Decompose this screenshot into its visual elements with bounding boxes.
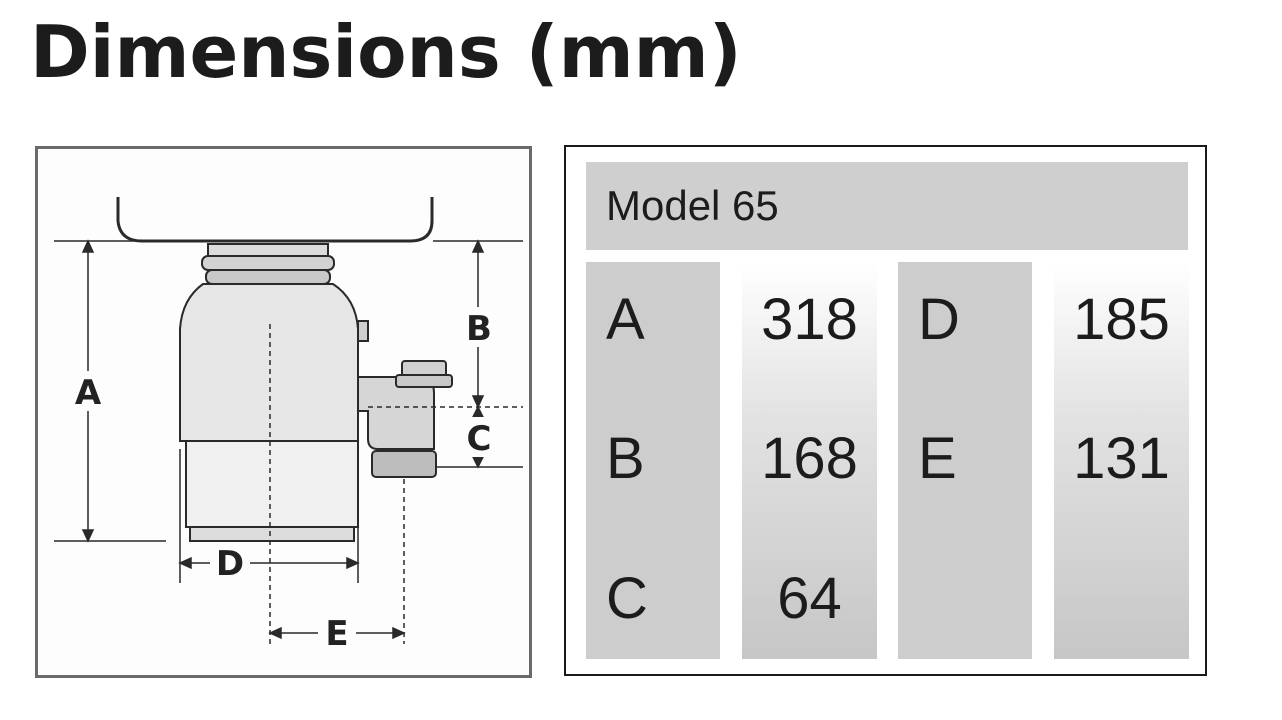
diagram-label-e: E — [325, 614, 348, 654]
spec-table: Model 65 A B C 318 168 64 D E 185 131 — [564, 145, 1207, 676]
right-value-column: 185 131 — [1054, 262, 1189, 659]
diagram-label-a: A — [75, 373, 102, 413]
right-label-column: D E — [898, 262, 1032, 659]
diagram-label-b: B — [466, 309, 492, 349]
discharge-ring — [371, 450, 437, 478]
mount-ring-low — [205, 269, 331, 285]
disposer-body-lower — [185, 440, 359, 528]
mount-ring-mid — [201, 255, 335, 271]
value-e: 131 — [1073, 426, 1170, 491]
page-title: Dimensions (mm) — [30, 10, 742, 94]
label-b: B — [606, 426, 645, 491]
mount-ring-top — [207, 243, 329, 257]
label-e: E — [918, 426, 957, 491]
dimension-diagram: A B C D E — [35, 146, 532, 678]
value-b: 168 — [761, 426, 858, 491]
model-name: Model 65 — [586, 162, 1188, 250]
value-d: 185 — [1073, 287, 1170, 352]
label-a: A — [606, 287, 645, 352]
disposer-body-upper — [179, 283, 359, 442]
sink-outline — [116, 197, 434, 243]
disposer-drawing: A B C D E — [54, 197, 523, 654]
left-value-column: 318 168 64 — [742, 262, 877, 659]
label-d: D — [918, 287, 960, 352]
value-c: 64 — [777, 566, 842, 631]
value-a: 318 — [761, 287, 858, 352]
label-c: C — [606, 566, 648, 631]
outlet-cap-ring — [395, 374, 453, 388]
disposer-base — [189, 526, 355, 542]
diagram-label-d: D — [216, 544, 244, 584]
left-label-column: A B C — [586, 262, 720, 659]
side-button — [357, 320, 369, 342]
diagram-label-c: C — [467, 419, 492, 459]
